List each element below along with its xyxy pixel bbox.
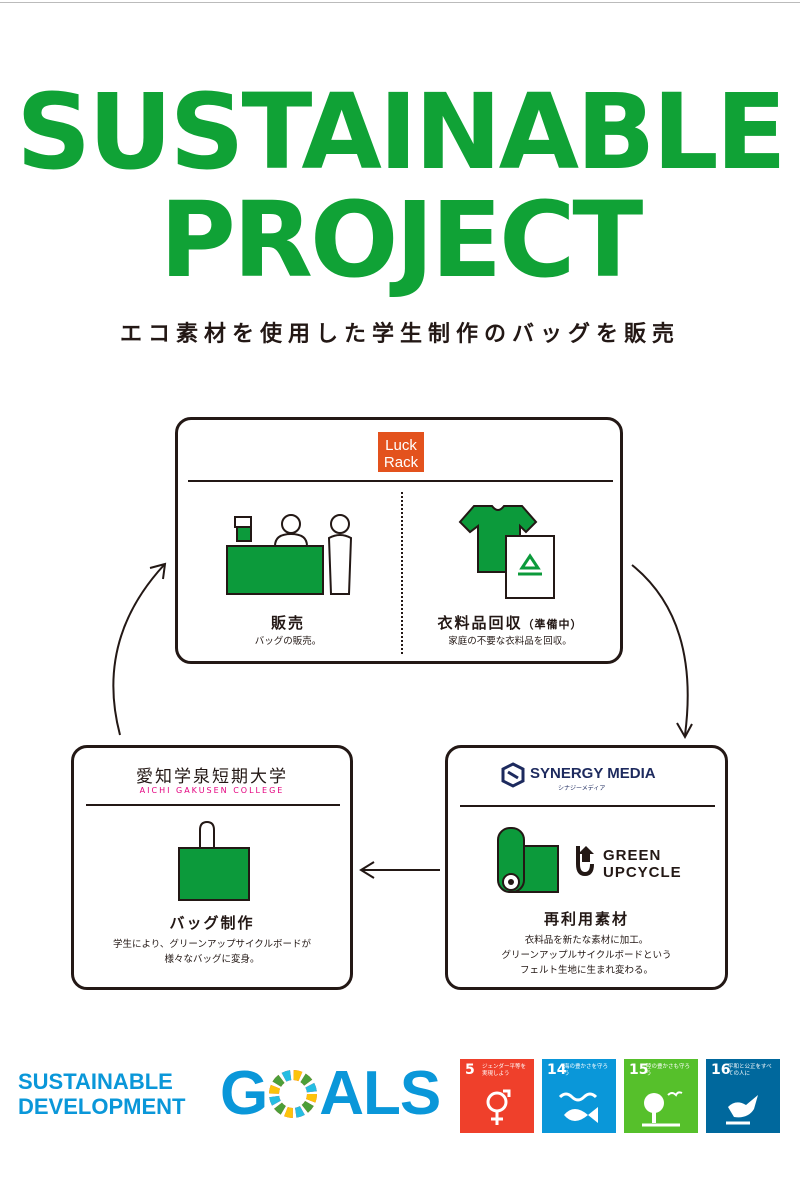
- arrow-right-down-head: [676, 722, 693, 740]
- luckrack-collect-note: （準備中）: [522, 618, 583, 631]
- goals-letters-als: ALS: [319, 1059, 441, 1128]
- luckrack-logo: Luck Rack: [378, 432, 424, 472]
- green-upcycle-line1: GREEN: [603, 847, 662, 864]
- arrow-left-up-head: [149, 562, 167, 580]
- synergy-name-kana: シナジーメディア: [558, 785, 606, 792]
- sdg-color-wheel-icon: [269, 1070, 318, 1118]
- arrow-left-up: [112, 564, 165, 736]
- sdgs-wordmark: SUSTAINABLE DEVELOPMENT: [18, 1069, 185, 1119]
- college-name-en: AICHI GAKUSEN COLLEGE: [139, 786, 285, 795]
- luckrack-collect-title: 衣料品回収（準備中）: [410, 612, 610, 633]
- college-desc-line1: 学生により、グリーンアップサイクルボードが: [113, 939, 311, 950]
- page-title-line1: SUSTAINABLE: [16, 71, 786, 193]
- synergy-panel: SYNERGY MEDIA シナジーメディア GREEN UPCYCLE 再利用…: [445, 745, 728, 990]
- synergy-divider: [460, 805, 715, 807]
- luckrack-divider: [188, 480, 613, 482]
- sdg-goal-15-text: 陸の豊かさも守ろう: [646, 1064, 691, 1077]
- top-divider: [0, 2, 800, 3]
- college-panel: 愛知学泉短期大学 AICHI GAKUSEN COLLEGE バッグ制作 学生に…: [71, 745, 353, 990]
- sdgs-line1: SUSTAINABLE: [18, 1069, 173, 1094]
- green-upcycle-line2: UPCYCLE: [603, 864, 682, 881]
- sdg-goal-16-text: 平和と公正をすべての人に: [728, 1064, 772, 1077]
- luckrack-logo-line1: Luck: [385, 437, 417, 454]
- luckrack-collect-title-text: 衣料品回収: [437, 614, 523, 632]
- cycle-arrows: [112, 562, 693, 879]
- synergy-logo-icon: [501, 762, 525, 788]
- college-title: バッグ制作: [169, 914, 255, 932]
- upcycle-arrow-icon: [576, 846, 594, 877]
- goals-letter-g: G: [220, 1059, 268, 1128]
- sdg-goal-14: 14 海の豊かさを守ろう: [542, 1059, 616, 1133]
- sdg-goal-15: 15 陸の豊かさも守ろう: [624, 1059, 698, 1133]
- tree-bird-icon: [642, 1091, 683, 1127]
- college-divider: [86, 804, 340, 806]
- arrow-left-head: [359, 861, 375, 879]
- sdg-goal-15-number: 15: [629, 1062, 649, 1078]
- fish-wave-icon: [558, 1092, 598, 1123]
- synergy-desc-line3: フェルト生地に生まれ変わる。: [519, 965, 653, 976]
- sdg-goal-14-text: 海の豊かさを守ろう: [564, 1064, 609, 1077]
- synergy-name: SYNERGY MEDIA: [530, 765, 656, 782]
- sdg-goal-16: 16 平和と公正をすべての人に: [706, 1059, 780, 1133]
- dove-gavel-icon: [726, 1095, 758, 1125]
- college-desc-line2: 様々なバッグに変身。: [164, 954, 260, 965]
- sdg-goal-5-number: 5: [465, 1062, 475, 1078]
- synergy-desc-line1: 衣料品を新たな素材に加工。: [524, 935, 649, 946]
- cash-register-icon: [226, 514, 353, 595]
- sdgs-goals-word: G ALS: [220, 1059, 441, 1128]
- luckrack-panel: Luck Rack 販売 バッグの販売。 衣料品回収（準備中） 家庭の不要な衣料…: [175, 417, 623, 664]
- luckrack-sales-title: 販売: [270, 614, 305, 632]
- sdg-goal-5-text: ジェンダー平等を実現しよう: [482, 1064, 527, 1077]
- luckrack-vertical-divider: [401, 492, 403, 654]
- sdgs-line2: DEVELOPMENT: [18, 1094, 186, 1119]
- luckrack-collect-desc: 家庭の不要な衣料品を回収。: [448, 636, 572, 647]
- sdg-goal-tiles: 5 ジェンダー平等を実現しよう 14 海の豊かさを守ろう 15 陸の豊かさも守ろ…: [460, 1059, 780, 1133]
- green-upcycle-text: GREEN UPCYCLE: [603, 847, 682, 881]
- sdg-goal-14-number: 14: [547, 1062, 567, 1078]
- college-name-jp: 愛知学泉短期大学: [136, 767, 288, 787]
- tshirt-recycle-icon: [458, 505, 555, 599]
- arrow-right-down: [631, 564, 689, 736]
- page-title-line2: PROJECT: [159, 179, 644, 301]
- synergy-desc-line2: グリーンアップルサイクルボードという: [501, 950, 672, 961]
- sdg-goal-16-number: 16: [711, 1062, 731, 1078]
- gender-equality-icon: [486, 1089, 511, 1125]
- sdg-goal-5: 5 ジェンダー平等を実現しよう: [460, 1059, 534, 1133]
- luckrack-logo-line2: Rack: [383, 454, 419, 471]
- luckrack-sales-desc: バッグの販売。: [254, 636, 322, 647]
- fabric-roll-icon: [497, 827, 559, 893]
- tote-bag-icon: [178, 820, 250, 901]
- page-subtitle: エコ素材を使用した学生制作のバッグを販売: [119, 322, 680, 347]
- synergy-title: 再利用素材: [543, 910, 629, 928]
